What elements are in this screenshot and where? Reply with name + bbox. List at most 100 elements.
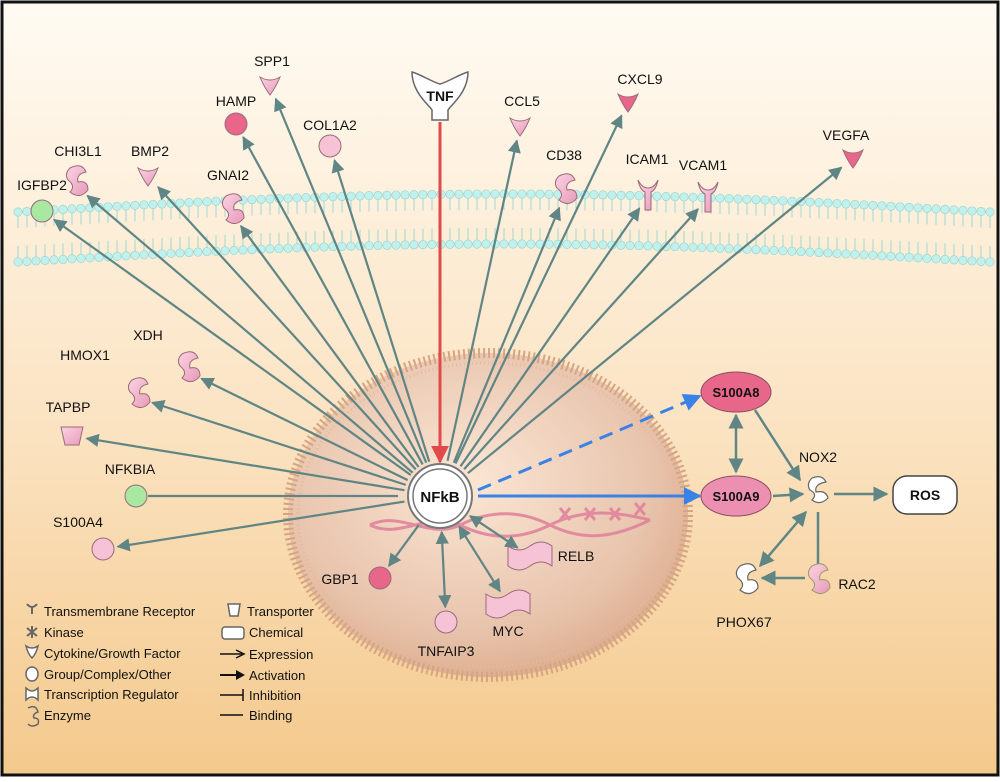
nfkb-to-tnfaip3-edge <box>435 530 452 609</box>
igfbp2-label: IGFBP2 <box>17 177 67 193</box>
gnai2-node[interactable]: GNAI2 <box>207 167 249 224</box>
spp1-label: SPP1 <box>254 53 290 69</box>
rac2-label: RAC2 <box>838 576 876 592</box>
ccl5-node[interactable]: CCL5 <box>504 93 540 137</box>
tnfaip3-node[interactable]: TNFAIP3 <box>418 610 475 659</box>
xdh-node[interactable]: XDH <box>133 327 201 382</box>
nfkb-label: NFkB <box>420 489 459 506</box>
legend-kinase: Kinase <box>26 625 84 640</box>
ros-label: ROS <box>910 487 940 503</box>
svg-text:Activation: Activation <box>249 668 305 683</box>
cd38-node[interactable]: CD38 <box>546 147 582 204</box>
svg-text:Transporter: Transporter <box>247 604 314 619</box>
legend-expression: Expression <box>220 647 313 662</box>
gbp1-node[interactable]: GBP1 <box>321 566 392 590</box>
hamp-node[interactable]: HAMP <box>216 93 256 136</box>
svg-text:Binding: Binding <box>249 708 292 723</box>
svg-text:Kinase: Kinase <box>44 625 84 640</box>
spp1-node[interactable]: SPP1 <box>254 53 290 96</box>
nfkb-to-s100a4-edge <box>116 500 405 552</box>
tnf-node[interactable]: TNF <box>411 71 469 121</box>
icam1-node[interactable]: ICAM1 <box>626 151 669 211</box>
nfkbia-label: NFKBIA <box>105 461 156 477</box>
legend-transcription-regulator: Transcription Regulator <box>25 686 179 702</box>
phox67-node[interactable]: PHOX67 <box>716 563 772 630</box>
cxcl9-node[interactable]: CXCL9 <box>616 71 663 113</box>
nfkb-to-xdh-edge <box>200 377 409 482</box>
transmembrane-receptor-icon <box>26 603 38 614</box>
nfkb-to-vegfa-edge <box>467 166 843 475</box>
gbp1-label: GBP1 <box>321 571 359 587</box>
tnfaip3-label: TNFAIP3 <box>418 643 475 659</box>
s100a9-node[interactable]: S100A9 <box>700 475 772 517</box>
relb-label: RELB <box>558 548 595 564</box>
nfkb-to-icam1-edge <box>459 207 641 468</box>
s100a4-node[interactable]: S100A4 <box>53 514 115 561</box>
nfkb-to-hamp-edge <box>242 135 424 465</box>
nfkb-to-s100a8-arrow <box>477 394 702 492</box>
group-icon <box>25 666 39 682</box>
hmox1-node[interactable]: HMOX1 <box>60 347 151 408</box>
legend: Transmembrane Receptor Kinase Cytokine/G… <box>24 603 314 727</box>
nox2-label: NOX2 <box>799 449 837 465</box>
chi3l1-node[interactable]: CHI3L1 <box>54 143 102 196</box>
legend-chemical: Chemical <box>221 625 303 640</box>
s100a9-label: S100A9 <box>713 489 760 504</box>
nfkb-to-cd38-edge <box>452 206 561 464</box>
bmp2-label: BMP2 <box>131 143 169 159</box>
nfkb-to-gnai2-edge <box>240 225 420 468</box>
ros-node[interactable]: ROS <box>892 475 958 515</box>
svg-text:Inhibition: Inhibition <box>249 688 301 703</box>
vegfa-node[interactable]: VEGFA <box>823 127 870 169</box>
relb-node[interactable]: RELB <box>507 541 595 571</box>
hamp-label: HAMP <box>216 93 256 109</box>
edges <box>53 97 843 609</box>
nfkb-to-col1a2-edge <box>331 159 431 462</box>
legend-cytokine: Cytokine/Growth Factor <box>24 644 181 661</box>
vegfa-label: VEGFA <box>823 127 870 143</box>
tapbp-label: TAPBP <box>46 399 91 415</box>
nfkb-to-cxcl9-edge <box>454 114 623 464</box>
rac2-node[interactable]: RAC2 <box>807 563 876 594</box>
myc-node[interactable]: MYC <box>485 589 531 639</box>
s100a4-label: S100A4 <box>53 514 103 530</box>
svg-text:Group/Complex/Other: Group/Complex/Other <box>44 667 172 682</box>
nfkb-to-tapbp-edge <box>85 433 405 492</box>
nox2-node[interactable]: NOX2 <box>799 449 837 504</box>
chemical-icon <box>221 626 245 640</box>
igfbp2-node[interactable]: IGFBP2 <box>17 177 67 223</box>
cytokine-icon <box>24 644 40 660</box>
nfkb-to-ccl5-edge <box>446 139 521 462</box>
transcription-regulator-icon <box>25 686 39 702</box>
enzyme-icon <box>27 705 40 727</box>
s100a8-node[interactable]: S100A8 <box>700 371 772 413</box>
nfkb-node[interactable]: NFkB <box>407 463 473 529</box>
kinase-icon <box>26 626 38 638</box>
nfkb-to-hmox1-edge <box>151 400 407 486</box>
nfkb-to-igfbp2-edge <box>53 218 412 476</box>
svg-text:Expression: Expression <box>249 647 313 662</box>
tapbp-node[interactable]: TAPBP <box>46 399 91 446</box>
svg-text:Transcription Regulator: Transcription Regulator <box>44 687 179 702</box>
nfkb-to-relb-edge <box>468 515 519 549</box>
right-edges <box>728 409 889 586</box>
legend-transmembrane-receptor: Transmembrane Receptor <box>26 603 196 619</box>
svg-text:Chemical: Chemical <box>249 625 303 640</box>
vcam1-node[interactable]: VCAM1 <box>679 157 727 213</box>
nfkb-to-gbp1-edge <box>387 524 420 567</box>
legend-binding: Binding <box>220 708 292 723</box>
col1a2-node[interactable]: COL1A2 <box>303 117 357 158</box>
nfkb-to-bmp2-edge <box>157 186 417 471</box>
bmp2-node[interactable]: BMP2 <box>131 143 169 187</box>
svg-text:Transmembrane Receptor: Transmembrane Receptor <box>44 604 196 619</box>
legend-inhibition: Inhibition <box>220 688 301 703</box>
icam1-label: ICAM1 <box>626 151 669 167</box>
cxcl9-label: CXCL9 <box>617 71 662 87</box>
col1a2-label: COL1A2 <box>303 117 357 133</box>
phox67-label: PHOX67 <box>716 614 771 630</box>
tnf-label: TNF <box>426 88 454 104</box>
cd38-label: CD38 <box>546 147 582 163</box>
nfkbia-node[interactable]: NFKBIA <box>105 461 156 508</box>
s100a8-label: S100A8 <box>713 385 760 400</box>
nfkb-to-spp1-edge <box>274 97 428 464</box>
